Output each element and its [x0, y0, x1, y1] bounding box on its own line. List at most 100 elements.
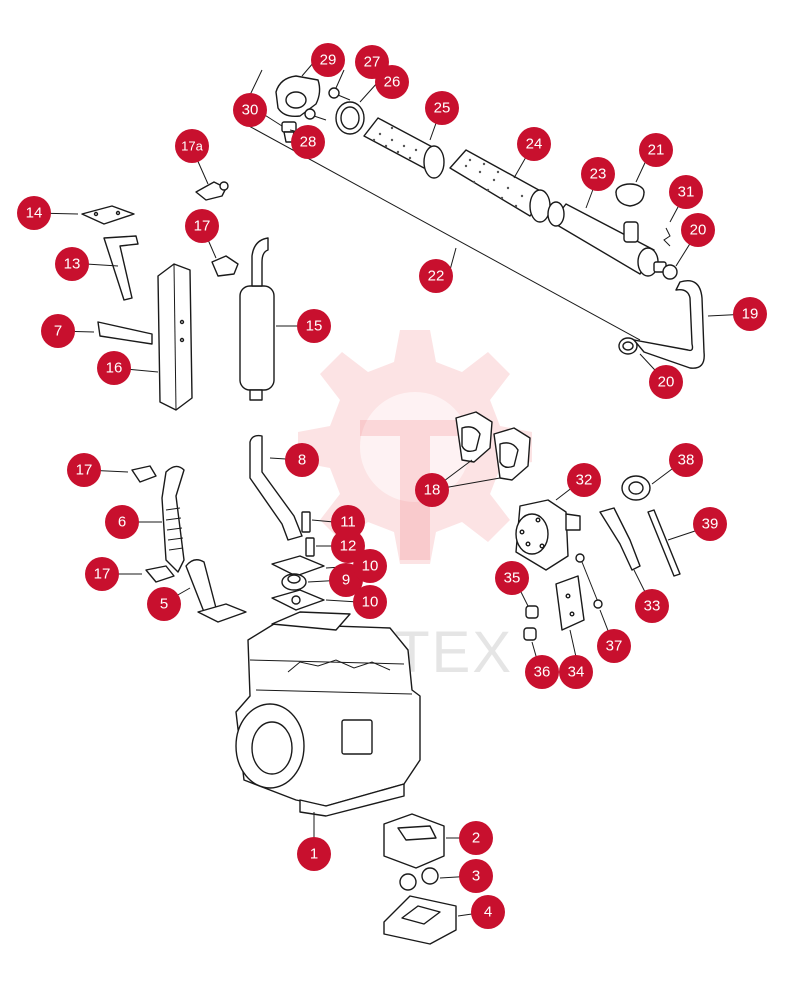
- callout-label-15: 15: [306, 318, 323, 335]
- callout-label-32: 32: [576, 472, 593, 489]
- callout-21: 21: [639, 133, 673, 167]
- callout-label-27: 27: [364, 54, 381, 71]
- callout-37: 37: [597, 629, 631, 663]
- part-8-exhaust-pipe: [249, 434, 303, 541]
- callout-label-8: 8: [298, 452, 306, 469]
- part-16-heat-shield: [157, 263, 193, 411]
- callout-label-10-lower: 10: [362, 594, 379, 611]
- part-39-link: [647, 509, 681, 577]
- callout-18: 18: [415, 473, 449, 507]
- callout-label-28: 28: [300, 134, 317, 151]
- callout-label-22: 22: [428, 268, 445, 285]
- part-33-arm: [599, 507, 641, 571]
- part-7-bracket: [97, 321, 153, 345]
- callout-20-upper: 20: [681, 213, 715, 247]
- part-26-clamp: [335, 101, 365, 135]
- callout-20-lower: 20: [649, 365, 683, 399]
- callout-label-5: 5: [160, 596, 168, 613]
- callout-label-25: 25: [434, 100, 451, 117]
- part-37-rod: [575, 553, 603, 609]
- part-11-stud: [301, 511, 311, 533]
- part-9-flange: [281, 573, 307, 591]
- callout-3: 3: [459, 859, 493, 893]
- callout-label-37: 37: [606, 638, 623, 655]
- callout-6: 6: [105, 505, 139, 539]
- callout-15: 15: [297, 309, 331, 343]
- part-12-stud: [305, 537, 315, 557]
- part-14-plate: [81, 205, 135, 225]
- part-17-clip-mid: [131, 465, 157, 483]
- part-36-bushing: [523, 627, 537, 641]
- callout-7: 7: [41, 314, 75, 348]
- callout-label-6: 6: [118, 514, 126, 531]
- callout-5: 5: [147, 587, 181, 621]
- callout-36: 36: [525, 655, 559, 689]
- callout-label-17-lower: 17: [94, 566, 111, 583]
- part-15-muffler: [239, 237, 275, 401]
- part-17-clip-lower: [145, 565, 175, 583]
- part-29-elbow-cap: [275, 75, 321, 118]
- callout-label-2: 2: [472, 830, 480, 847]
- callout-22: 22: [419, 259, 453, 293]
- callout-label-35: 35: [504, 570, 521, 587]
- callout-17-lower: 17: [85, 557, 119, 591]
- callout-11: 11: [331, 505, 365, 539]
- callout-label-10-upper: 10: [362, 558, 379, 575]
- callout-label-36: 36: [534, 664, 551, 681]
- part-20-clamp-upper: [662, 264, 678, 280]
- part-31-clip: [663, 227, 671, 247]
- callout-10-upper: 10: [353, 549, 387, 583]
- part-2-mount-bracket: [383, 813, 445, 869]
- callout-label-12: 12: [340, 538, 357, 555]
- part-23-air-cleaner-body: [547, 201, 667, 277]
- callout-label-38: 38: [678, 452, 695, 469]
- callout-label-16: 16: [106, 360, 123, 377]
- part-3-mount-rubber: [399, 867, 439, 891]
- callout-24: 24: [517, 127, 551, 161]
- callout-label-17a: 17a: [181, 139, 203, 154]
- callout-label-24: 24: [526, 136, 543, 153]
- part-10-gasket-lower: [271, 589, 325, 611]
- part-1-engine: [235, 611, 421, 817]
- part-34-bracket: [555, 575, 585, 631]
- callout-label-11: 11: [340, 514, 356, 531]
- callout-label-13: 13: [64, 256, 81, 273]
- callout-label-21: 21: [648, 142, 665, 159]
- callout-29: 29: [311, 43, 345, 77]
- callout-17-top: 17: [185, 209, 219, 243]
- callout-label-33: 33: [644, 598, 661, 615]
- callout-label-9: 9: [342, 572, 350, 589]
- callout-1: 1: [297, 837, 331, 871]
- callout-label-14: 14: [26, 205, 43, 222]
- part-25-filter-element: [363, 117, 445, 179]
- callout-label-17-top: 17: [194, 218, 211, 235]
- callout-2: 2: [459, 821, 493, 855]
- part-18-clamp-right: [493, 427, 531, 481]
- part-4-mount-base: [383, 895, 457, 945]
- callout-label-20-lower: 20: [658, 374, 675, 391]
- callout-label-30: 30: [242, 102, 259, 119]
- part-38-pulley: [621, 475, 651, 501]
- callout-13: 13: [55, 247, 89, 281]
- callout-label-26: 26: [384, 74, 401, 91]
- part-27-bolt: [328, 87, 351, 101]
- part-10-gasket-upper: [271, 555, 325, 577]
- callout-12: 12: [331, 529, 365, 563]
- callout-39: 39: [693, 507, 727, 541]
- callout-38: 38: [669, 443, 703, 477]
- callout-label-17-mid: 17: [76, 462, 93, 479]
- watermark-gear-icon: [298, 330, 532, 564]
- callout-30: 30: [233, 93, 267, 127]
- part-13-bracket: [103, 235, 139, 301]
- callout-label-4: 4: [484, 904, 492, 921]
- callout-label-34: 34: [568, 664, 585, 681]
- callout-10-lower: 10: [353, 585, 387, 619]
- callout-8: 8: [285, 443, 319, 477]
- part-17-clip-top: [211, 255, 239, 277]
- part-19-hose: [633, 280, 705, 369]
- callout-label-23: 23: [590, 166, 607, 183]
- part-28-screw: [304, 108, 327, 121]
- callout-17-mid: 17: [67, 453, 101, 487]
- callout-label-1: 1: [310, 846, 318, 863]
